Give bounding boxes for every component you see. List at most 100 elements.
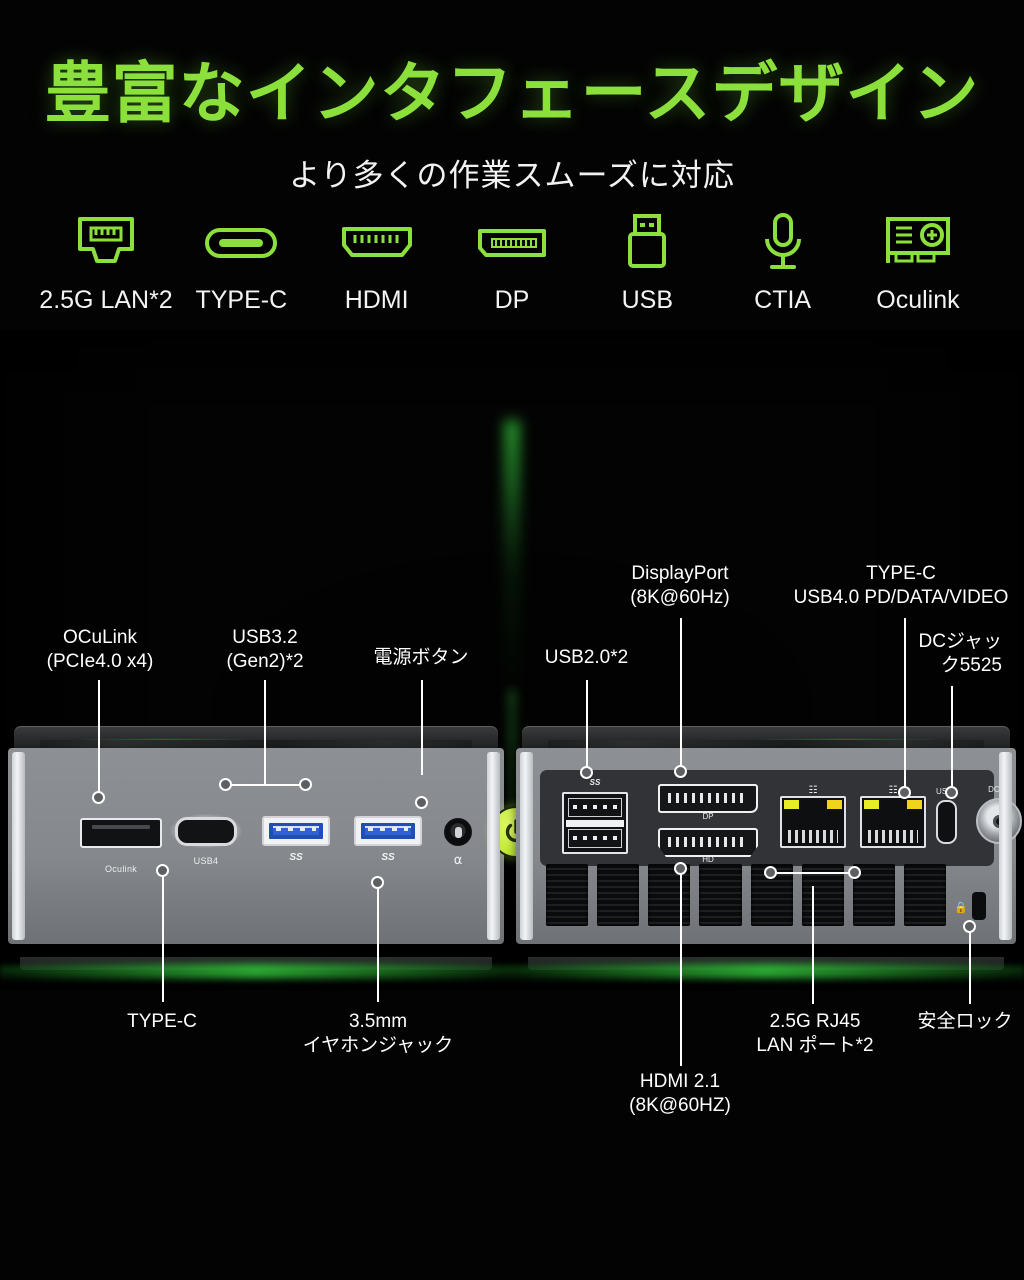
rear-under-glow [516,964,1016,978]
front-io-panel: Oculink USB4 SS SS ⍺ [42,782,542,912]
hdmi-port-label: HD [702,855,714,864]
callout-hdmi: HDMI 2.1 (8K@60HZ) [629,1071,731,1116]
leader-power [421,680,423,775]
leader-dot-lock [963,920,976,933]
icon-cell-hdmi: HDMI [311,212,443,315]
front-top-bezel [14,726,498,752]
usb3-port-1[interactable]: SS [262,816,330,863]
leader-dp [680,618,682,773]
usb2-ss-logo: SS [589,778,601,787]
headset-icon: ⍺ [453,852,463,867]
icon-label-hdmi: HDMI [344,286,409,314]
icon-cell-lan: 2.5G LAN*2 [39,212,173,315]
leader-usb32-bracket [225,784,305,786]
leader-usb32 [264,680,266,785]
leader-audio [377,888,379,1002]
callout-lock: 安全ロック [917,1011,1013,1032]
rj45-port-2[interactable]: ☷ [860,785,926,848]
icon-cell-oculink: Oculink [852,212,984,315]
audio-jack[interactable]: ⍺ [444,818,472,867]
leader-usb20 [586,680,588,776]
leader-typec-rear [904,618,906,790]
usb4-type-c-rear[interactable]: USB4 [936,787,957,844]
callout-usb32: USB3.2 (Gen2)*2 [226,627,304,672]
oculink-port-label: Oculink [104,864,138,874]
usb-flash-drive-icon [622,212,672,274]
microphone-icon [758,212,808,274]
dc-in-jack[interactable]: DC IN [976,785,1022,844]
leader-dot-typec-front [156,864,169,877]
expansion-card-icon [882,212,954,274]
callout-typec-front: TYPE-C [127,1011,197,1032]
icon-cell-ctia: CTIA [717,212,849,315]
leader-lan [812,886,814,1004]
hdmi-port[interactable]: HD [658,828,758,864]
rear-io-panel: SS DP HD ☷ [540,770,1022,866]
lan-rj45-icon [75,212,137,274]
dp-port-label: DP [702,812,714,821]
usb4-port-label: USB4 [193,856,219,866]
page-title: 豊富なインタフェースデザイン [44,56,980,130]
rear-chassis: SS DP HD ☷ [516,748,1022,944]
usb2-stack[interactable]: SS [562,778,628,854]
icon-label-dp: DP [494,286,530,314]
displayport-icon [472,212,552,274]
kensington-lock[interactable] [972,892,986,920]
callout-lan: 2.5G RJ45 LAN ポート*2 [756,1011,874,1056]
icon-label-oculink: Oculink [876,286,960,314]
icon-cell-typec: TYPE-C [175,212,307,315]
icon-label-typec: TYPE-C [195,286,288,314]
leader-dot-usb32-a [219,778,232,791]
oculink-port[interactable]: Oculink [80,818,162,874]
leader-dcjack [951,686,953,790]
mini-pc-front-unit: Oculink USB4 SS SS ⍺ [8,726,542,978]
callout-dp: DisplayPort (8K@60Hz) [630,563,730,608]
leader-hdmi [680,874,682,1066]
usb4-type-c-port[interactable]: USB4 [170,814,242,866]
callout-oculink: OCuLink (PCIe4.0 x4) [46,627,154,672]
callout-typec-rear: TYPE-C USB4.0 PD/DATA/VIDEO [793,563,1009,608]
network-icon-1: ☷ [808,785,818,796]
callout-usb20: USB2.0*2 [544,647,629,668]
network-icon-2: ☷ [888,785,898,796]
leader-dot-dp [674,765,687,778]
callout-dcjack: DCジャッ ク5525 [918,631,1003,676]
leader-lan-bracket [770,872,854,874]
leader-dot-oculink [92,791,105,804]
lock-icon: 🔒 [954,902,968,914]
rj45-port-1[interactable]: ☷ [780,785,846,848]
page-subtitle: より多くの作業スムーズに対応 [289,158,735,193]
leader-dot-usb32-b [299,778,312,791]
leader-oculink [98,680,100,797]
leader-dot-typec-rear [898,786,911,799]
icon-cell-usb: USB [581,212,713,315]
leader-dot-lan-a [764,866,777,879]
leader-dot-dcjack [945,786,958,799]
callout-audio: 3.5mm イヤホンジャック [302,1011,454,1056]
leader-dot-lan-b [848,866,861,879]
leader-dot-hdmi [674,862,687,875]
usb-type-c-icon [203,212,279,274]
floor-reflection [0,966,1024,982]
callout-power: 電源ボタン [373,647,469,668]
mini-pc-rear-unit: SS DP HD ☷ [516,726,1022,978]
dc-in-label: DC IN [988,785,1010,794]
usb3-port-2[interactable]: SS [354,816,422,863]
rear-top-bezel [522,726,1010,752]
displayport[interactable]: DP [658,784,758,821]
icon-label-lan: 2.5G LAN*2 [39,286,173,314]
leader-dot-power [415,796,428,809]
icon-label-usb: USB [621,286,674,314]
front-under-glow [8,964,504,978]
usb3-ss-logo-2: SS [381,852,395,863]
leader-dot-audio [371,876,384,889]
front-chassis: Oculink USB4 SS SS ⍺ [8,748,542,944]
icon-cell-dp: DP [446,212,578,315]
rear-vents [546,864,946,926]
interface-icon-row: 2.5G LAN*2 TYPE-C HDMI [39,212,984,332]
leader-typec-front [162,876,164,1002]
leader-lock [969,932,971,1004]
leader-dot-usb20 [580,766,593,779]
usb3-ss-logo-1: SS [289,852,303,863]
